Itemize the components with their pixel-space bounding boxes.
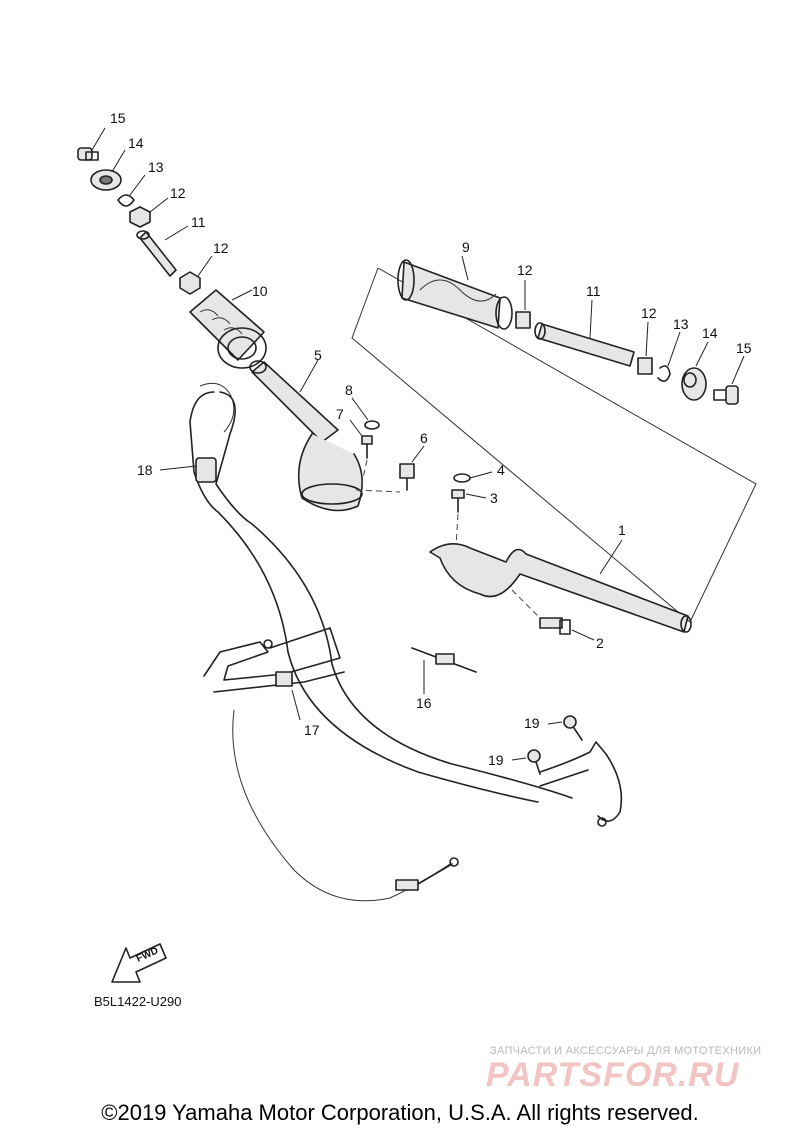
callout-15-left: 15 <box>110 110 126 126</box>
collar-11-upper <box>136 225 189 277</box>
callout-4: 4 <box>497 462 505 478</box>
callout-10: 10 <box>252 283 268 299</box>
callout-17: 17 <box>304 722 320 738</box>
callout-6: 6 <box>420 430 428 446</box>
nut-12-right-a <box>515 280 531 329</box>
throttle-cable-18 <box>159 382 573 803</box>
callout-16: 16 <box>416 695 432 711</box>
grip-end-14 <box>90 149 126 191</box>
bolt-2 <box>539 617 595 641</box>
copyright-notice: ©2019 Yamaha Motor Corporation, U.S.A. A… <box>101 1100 699 1125</box>
callout-3: 3 <box>490 490 498 506</box>
handlebar-left-5 <box>249 359 401 512</box>
lower-cable <box>232 709 459 902</box>
watermark-logo: PARTSFOR.RU <box>486 1056 740 1094</box>
washer-8 <box>351 397 380 430</box>
throttle-grip-10 <box>189 289 267 369</box>
right-grip-boundary <box>351 267 757 623</box>
callout-15-right: 15 <box>736 340 752 356</box>
callout-12-left-b: 12 <box>213 240 229 256</box>
handlebar-right-1 <box>429 539 692 633</box>
cable-bracket-17 <box>203 627 345 721</box>
callout-11-left: 11 <box>191 214 206 230</box>
callout-18: 18 <box>137 462 153 478</box>
clip-13-right <box>657 331 681 382</box>
callout-19-lower: 19 <box>488 752 504 768</box>
nut-12-lower <box>179 255 213 295</box>
callout-11-right: 11 <box>586 283 601 299</box>
watermark-tagline: ЗАПЧАСТИ И АКСЕССУАРЫ ДЛЯ МОТОТЕХНИКИ <box>490 1045 762 1057</box>
cap-6 <box>399 445 425 491</box>
right-cable-end <box>539 741 623 827</box>
washer-4 <box>453 471 493 483</box>
bolt-3 <box>451 489 487 547</box>
cable-16 <box>411 647 477 694</box>
collar-11-right <box>534 299 635 367</box>
callout-7: 7 <box>336 406 344 422</box>
fwd-arrow-icon: FWD <box>111 943 167 983</box>
callout-12-left-a: 12 <box>170 185 186 201</box>
bolt-7 <box>349 419 373 493</box>
callout-14-left: 14 <box>128 135 144 151</box>
callout-12-right-b: 12 <box>641 305 657 321</box>
screw-19-upper <box>547 715 583 741</box>
nut-12-upper <box>129 197 169 228</box>
clip-13 <box>117 174 146 207</box>
callout-13-left: 13 <box>148 159 164 175</box>
screw-19-lower <box>511 749 541 775</box>
callout-1: 1 <box>618 522 626 538</box>
nut-12-right-b <box>637 321 653 375</box>
callout-12-right-a: 12 <box>517 262 533 278</box>
callout-2: 2 <box>596 635 604 651</box>
grip-end-14-right <box>681 341 709 401</box>
grip-9 <box>397 255 513 330</box>
callout-5: 5 <box>314 347 322 363</box>
callout-9: 9 <box>462 239 470 255</box>
screw-15-right <box>713 355 745 405</box>
callout-8: 8 <box>345 382 353 398</box>
diagram-code: B5L1422-U290 <box>94 994 182 1009</box>
callout-19-upper: 19 <box>524 715 540 731</box>
callout-14-right: 14 <box>702 325 718 341</box>
throttle-end-screw-15 <box>77 127 106 161</box>
callout-13-right: 13 <box>673 316 689 332</box>
